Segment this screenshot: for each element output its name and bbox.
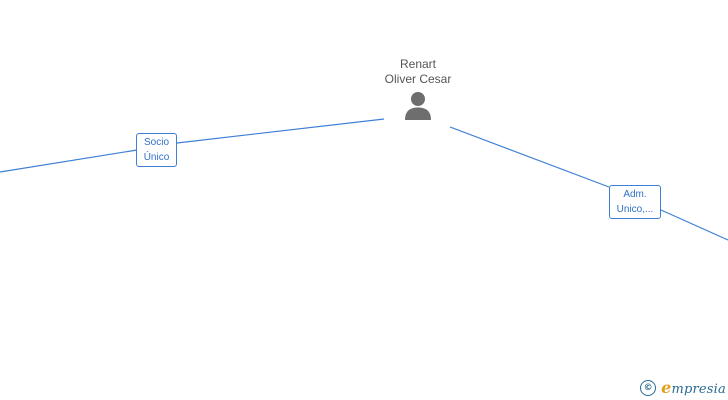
person-icon[interactable] (404, 91, 432, 121)
relation-label-line1: Adm. (623, 189, 647, 200)
person-name-line2: Oliver Cesar (384, 72, 452, 86)
relation-label-line2: Unico,... (616, 204, 654, 215)
relation-label-adm-unico[interactable]: Adm. Unico,... (609, 185, 661, 219)
brand-name: mpresia (671, 382, 726, 397)
edge-socio-unico (0, 118, 385, 173)
brand-logo: empresia (661, 378, 726, 397)
empresia-watermark: © empresia (640, 378, 726, 397)
person-node[interactable]: Renart Oliver Cesar (370, 57, 466, 121)
person-name[interactable]: Renart Oliver Cesar (370, 57, 466, 87)
brand-initial: e (661, 378, 672, 397)
relation-label-socio-unico[interactable]: Socio Único (136, 133, 177, 167)
relation-label-line2: Único (143, 152, 170, 163)
copyright-icon: © (640, 379, 657, 396)
person-name-line1: Renart (399, 57, 437, 71)
relation-label-line1: Socio (143, 137, 169, 148)
edge-adm-unico (449, 126, 728, 241)
